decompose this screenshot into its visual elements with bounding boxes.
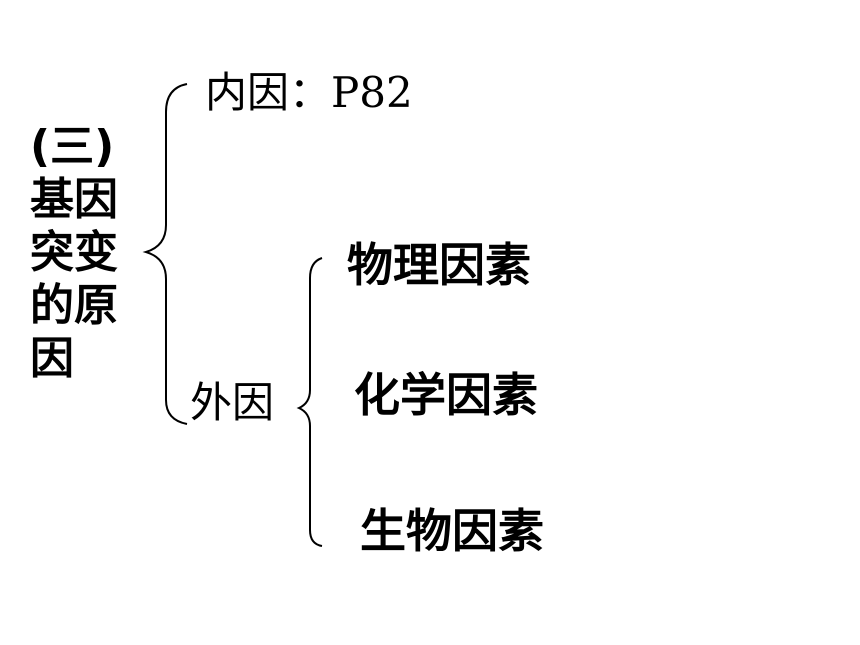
factor-biological: 生物因素 xyxy=(360,504,544,558)
main-brace xyxy=(142,83,188,425)
inner-cause-label: 内因：P82 xyxy=(205,68,413,117)
heading-line-3: 突变 xyxy=(30,227,118,278)
factor-chemical: 化学因素 xyxy=(354,368,538,422)
heading-line-4: 的原 xyxy=(30,280,118,331)
topic-heading: (三) 基因 突变 的原 因 xyxy=(30,120,140,385)
outer-cause-brace xyxy=(296,257,323,547)
heading-line-2: 基因 xyxy=(30,174,118,225)
heading-line-5: 因 xyxy=(30,333,74,384)
heading-line-1: (三) xyxy=(30,121,115,172)
factor-physical: 物理因素 xyxy=(347,238,531,292)
outer-cause-label: 外因 xyxy=(190,378,275,427)
